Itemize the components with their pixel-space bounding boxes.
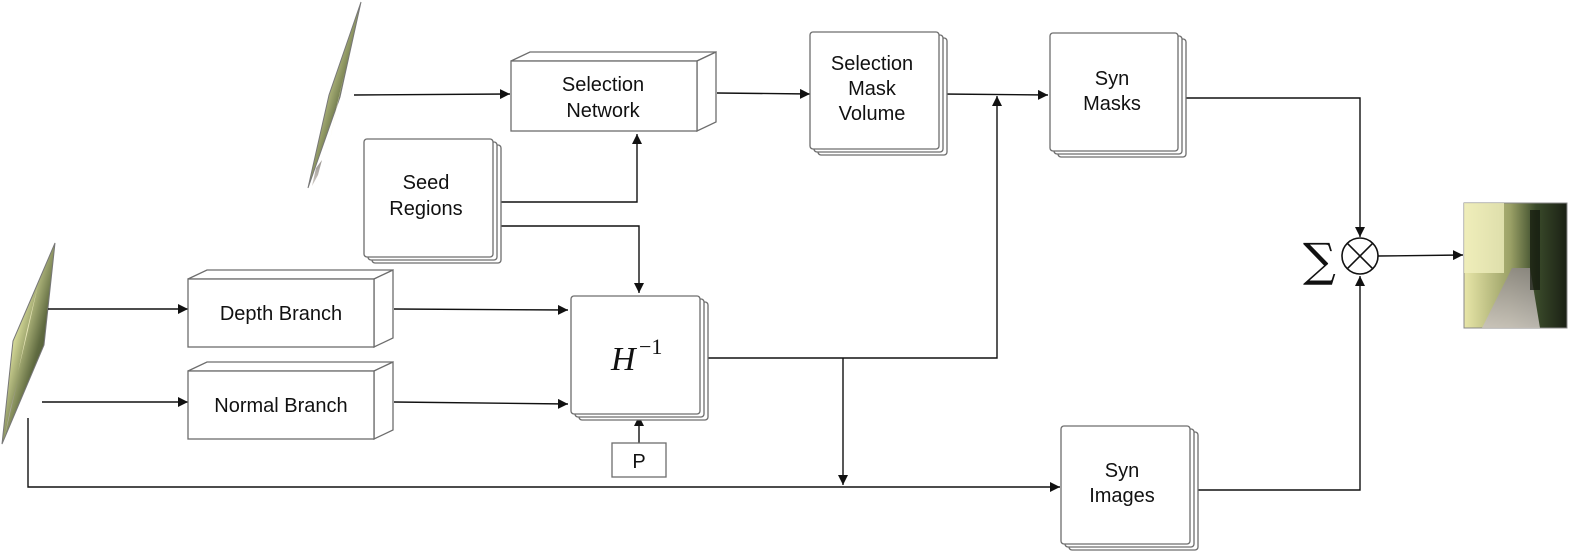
top-input-image [307,1,362,189]
selection-mask-volume-block: Selection Mask Volume [809,31,948,156]
arrow-depth-branch-to-homography [393,304,569,315]
syn-images-label-line1: Syn [1105,460,1139,482]
combine-node: ∑ [1303,233,1379,287]
normal-branch-label: Normal Branch [214,395,347,417]
syn-masks-block: Syn Masks [1049,32,1187,158]
homography-exponent: −1 [639,334,662,359]
p-label: P [632,451,645,473]
syn-masks-label-line2: Masks [1083,93,1141,115]
syn-masks-label-line1: Syn [1095,68,1129,90]
seed-regions-block: Seed Regions [363,138,502,264]
arrow-seed-regions-to-selection-network [494,134,642,203]
depth-branch-label: Depth Branch [220,303,342,325]
selection-network-block: Selection Network [510,50,717,133]
mask-volume-label-line3: Volume [839,103,906,125]
arrow-syn-images-to-combine [1192,276,1365,491]
syn-images-label-line2: Images [1089,485,1155,507]
multiply-icon [1341,237,1379,275]
left-input-image [1,242,56,445]
arrow-seed-regions-to-homography [494,225,644,293]
arrow-homography-to-syn-masks [707,96,1002,359]
normal-branch-block: Normal Branch [187,360,394,441]
arrow-selection-network-to-mask-volume [716,88,811,99]
arrow-mask-volume-to-syn-masks [940,89,1049,100]
mask-volume-label-line1: Selection [831,53,913,75]
arrow-syn-masks-to-combine [1182,97,1365,237]
depth-branch-block: Depth Branch [187,268,394,349]
homography-symbol: H [610,341,638,378]
homography-block: H −1 [570,295,709,421]
arrow-left-image-to-syn-images [27,418,1060,492]
arrow-top-image-to-selection-network [353,89,511,100]
selection-network-label-line1: Selection [562,74,644,96]
seed-regions-label-line2: Regions [389,198,462,220]
connectors [27,88,1464,492]
syn-images-block: Syn Images [1060,425,1199,551]
selection-network-label-line2: Network [566,100,640,122]
p-block: P [611,442,667,478]
sum-symbol: ∑ [1303,233,1336,287]
arrow-combine-to-output [1377,250,1464,261]
seed-regions-label-line1: Seed [403,172,450,194]
mask-volume-label-line2: Mask [848,78,897,100]
arrow-normal-branch-to-homography [393,398,569,409]
output-image [1463,202,1568,329]
